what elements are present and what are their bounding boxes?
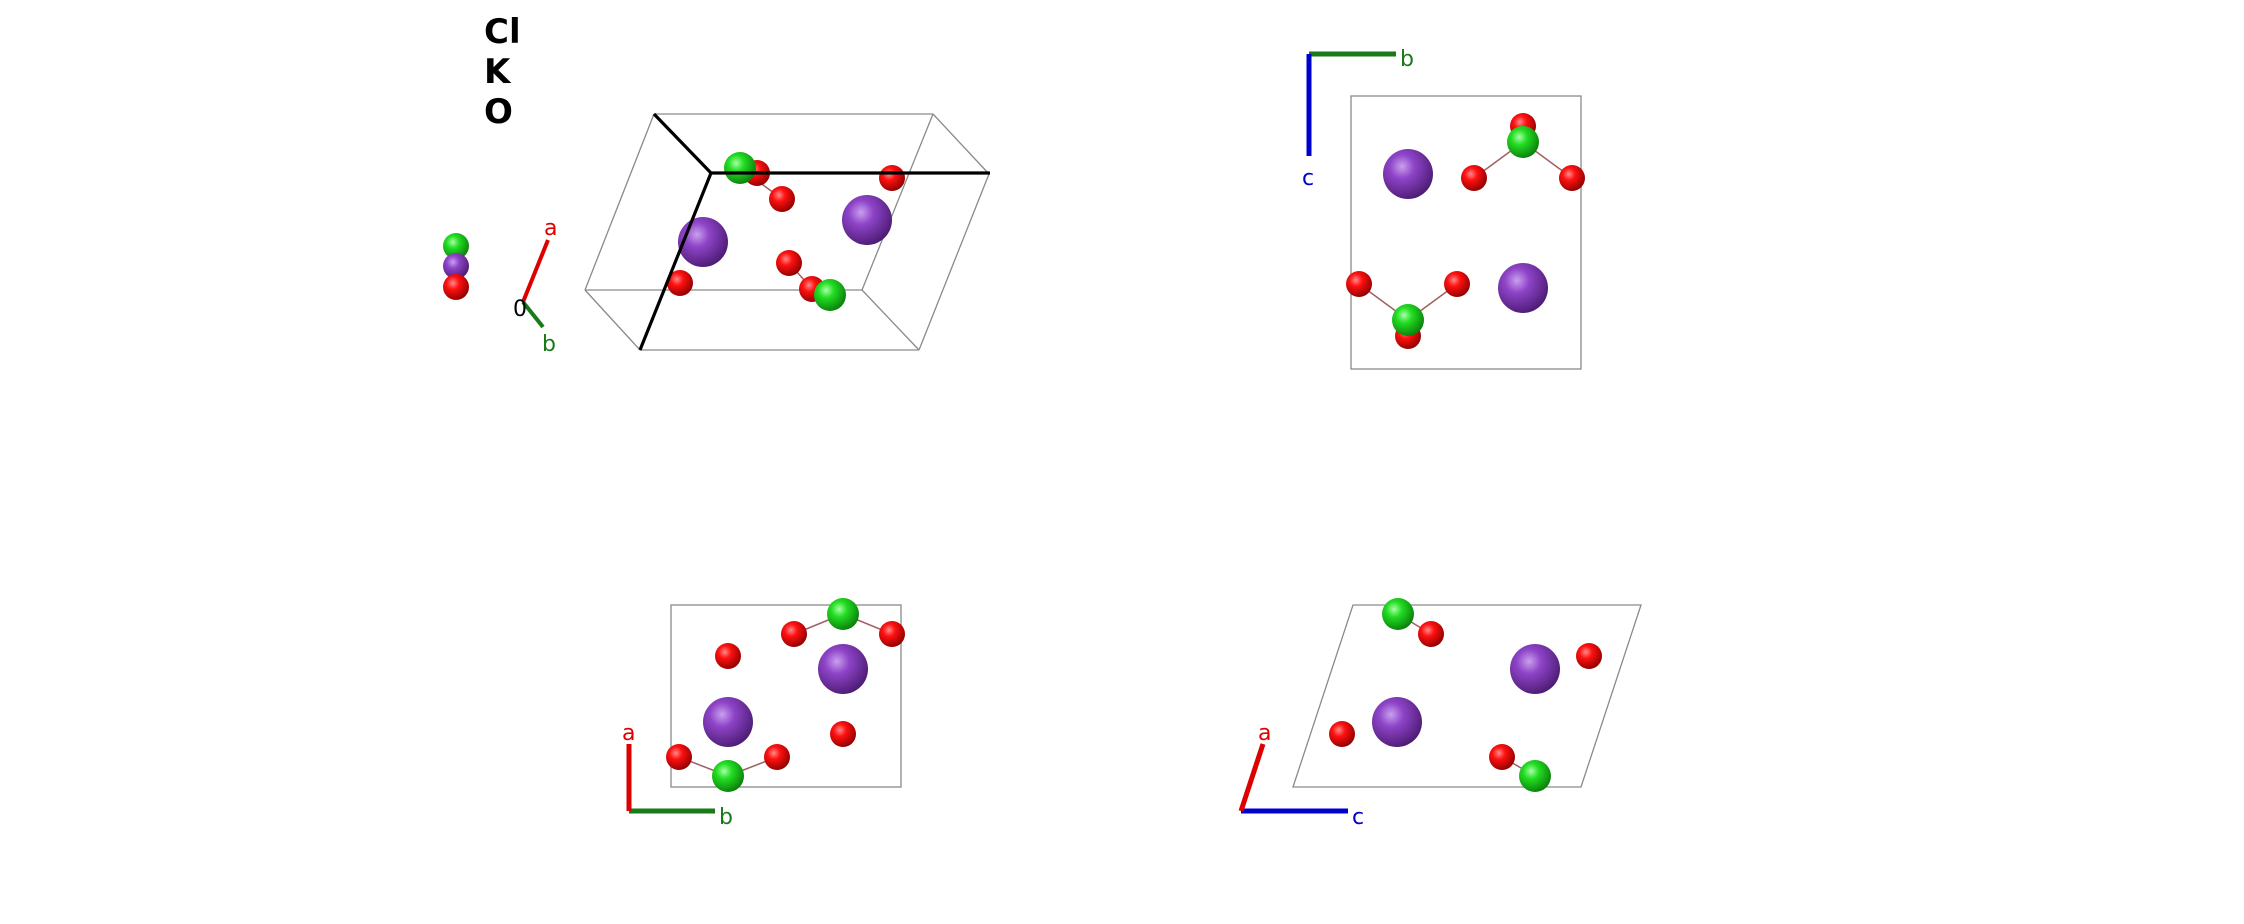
axis-a-label: a [622,721,635,746]
bottom-left-axis-triad: b a [622,721,733,830]
bottom-right-view: c a [1238,598,1642,830]
legend-swatch-k [443,253,469,279]
oxygen-atom [715,643,741,669]
oxygen-atom [666,744,692,770]
element-legend: Cl K O [443,12,521,300]
unit-cell-outline [1292,604,1642,788]
axis-c-label: c [1352,805,1364,830]
chlorine-atom [814,279,846,311]
potassium-atom [818,644,868,694]
oxygen-atom [1461,165,1487,191]
top-right-axis-triad: b c [1302,47,1414,191]
oxygen-atom [1346,271,1372,297]
chlorine-atom [712,760,744,792]
oxygen-atom [1576,643,1602,669]
bonds [1397,613,1536,777]
unit-cell-edges [584,113,990,351]
potassium-atom [703,697,753,747]
oxygen-atom [1418,621,1444,647]
bottom-right-axis-triad: c a [1238,721,1364,830]
legend-label-cl: Cl [484,12,521,52]
chlorine-atom [1519,760,1551,792]
chlorine-atom [1507,126,1539,158]
axis-b-label: b [719,805,733,830]
perspective-axis-triad: 0 a b [513,216,557,357]
axis-b-label: b [542,332,556,357]
unit-cell-outline [1350,95,1582,370]
oxygen-atom [830,721,856,747]
cell-axis-lines [638,112,990,351]
oxygen-atom [764,744,790,770]
potassium-atom [678,217,728,267]
legend-swatch-o [443,274,469,300]
axis-a-label: a [1258,721,1271,746]
oxygen-atom [667,270,693,296]
oxygen-atom [769,186,795,212]
axis-b-line [521,300,545,329]
axis-b-label: b [1400,47,1414,72]
oxygen-atom [781,621,807,647]
oxygen-atom [879,621,905,647]
legend-swatch-cl [443,233,469,259]
chlorine-atom [1392,304,1424,336]
chlorine-atom [1382,598,1414,630]
oxygen-atom [776,250,802,276]
legend-label-o: O [484,92,513,132]
potassium-atom [1498,263,1548,313]
bottom-left-view: b a [622,598,905,830]
oxygen-atom [1489,744,1515,770]
perspective-view: 0 a b [513,112,990,357]
oxygen-atom [1444,271,1470,297]
potassium-atom [842,195,892,245]
top-right-view: b c [1302,47,1585,370]
axis-a-line [521,239,550,303]
oxygen-atom [879,165,905,191]
chlorine-atom [724,152,756,184]
axis-c-label: c [1302,166,1314,191]
unit-cell-outline [670,604,902,788]
potassium-atom [1372,697,1422,747]
chlorine-atom [827,598,859,630]
potassium-atom [1383,149,1433,199]
potassium-atom [1510,644,1560,694]
axis-a-line [1238,743,1266,812]
oxygen-atom [1329,721,1355,747]
oxygen-atom [1559,165,1585,191]
axis-a-label: a [544,216,557,241]
legend-label-k: K [484,52,512,92]
axis-origin-label: 0 [513,297,527,322]
